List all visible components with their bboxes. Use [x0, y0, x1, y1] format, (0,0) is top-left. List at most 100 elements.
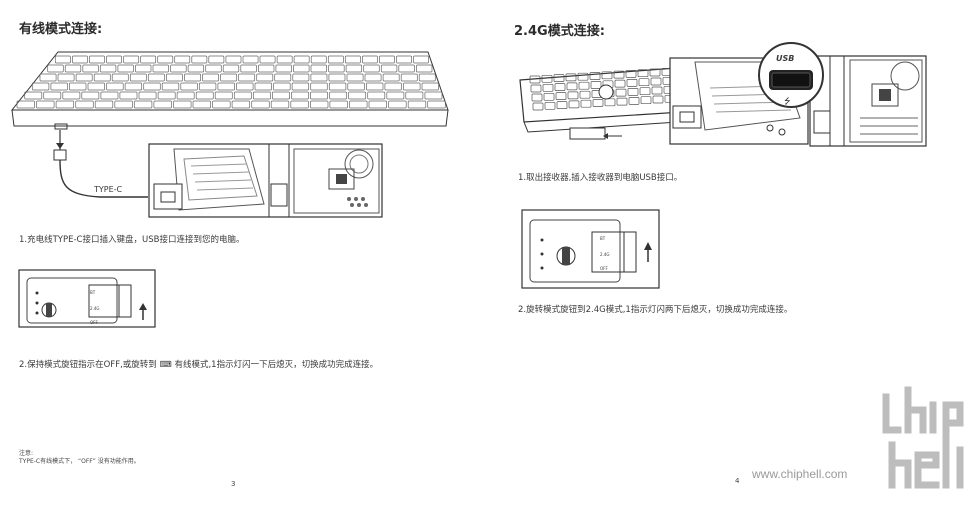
- keycap: [94, 100, 114, 109]
- keycap: [625, 70, 637, 78]
- keycap: [192, 100, 211, 109]
- keycap: [39, 73, 57, 82]
- keycap: [240, 64, 257, 73]
- keycap: [541, 74, 553, 83]
- keycap: [152, 64, 169, 73]
- keycap: [290, 100, 309, 109]
- keyboard-side-illustration: [519, 67, 684, 140]
- keycap: [133, 100, 153, 109]
- keycap: [220, 73, 238, 82]
- keycap: [542, 83, 554, 92]
- keycap: [640, 96, 652, 105]
- keycap: [649, 68, 661, 77]
- keycap: [254, 82, 272, 91]
- keycap: [364, 73, 382, 82]
- keycap: [251, 100, 270, 109]
- keycap: [310, 55, 327, 64]
- type-c-label: TYPE-C: [94, 185, 123, 194]
- keycap: [47, 64, 64, 73]
- keycap: [208, 55, 225, 64]
- keycap: [329, 100, 348, 109]
- keycap: [16, 100, 35, 109]
- keycap: [577, 72, 589, 81]
- page-number-left: 3: [231, 480, 236, 488]
- keycap: [403, 82, 421, 91]
- keycap: [222, 64, 240, 73]
- keycap: [231, 100, 251, 109]
- keycap: [398, 64, 415, 73]
- keycap: [400, 73, 418, 82]
- keycap: [174, 55, 191, 64]
- keycap: [396, 55, 412, 64]
- keycap: [242, 55, 259, 64]
- keycap: [111, 73, 129, 82]
- type-c-cable: [53, 130, 148, 198]
- keycap: [106, 82, 124, 91]
- keycap: [388, 100, 407, 109]
- keycap: [367, 91, 386, 100]
- keycap: [310, 100, 329, 109]
- keycap: [195, 91, 214, 100]
- keycap: [24, 91, 43, 100]
- keycap: [117, 64, 134, 73]
- type-c-port: [54, 123, 68, 130]
- keycap: [345, 64, 363, 73]
- keycap: [567, 91, 579, 100]
- keycap: [138, 91, 157, 100]
- keycap: [637, 69, 649, 78]
- keycap: [348, 91, 367, 100]
- keycap: [256, 73, 274, 82]
- keycap: [147, 73, 165, 82]
- keycap: [328, 64, 345, 73]
- keycap: [592, 99, 604, 107]
- tower-illustration: [809, 55, 927, 147]
- keycap: [601, 71, 613, 80]
- keycap: [405, 91, 424, 100]
- keycap: [275, 64, 292, 73]
- keycap: [604, 98, 616, 107]
- keyboard-front-edge: [11, 109, 449, 127]
- keycap: [368, 100, 387, 109]
- keycap: [613, 70, 625, 79]
- note-title: 注意:: [19, 450, 34, 457]
- keycap: [556, 101, 568, 109]
- watermark-url: www.chiphell.com: [752, 467, 848, 481]
- keycap: [639, 87, 651, 96]
- keycap: [62, 91, 81, 100]
- page-number-right: 4: [735, 477, 740, 485]
- keycap: [100, 91, 119, 100]
- wireless-step-1: 1.取出接收器,插入接收器到电脑USB接口。: [518, 173, 683, 183]
- keycap: [87, 82, 105, 91]
- keycap: [566, 82, 578, 91]
- keycap: [628, 97, 640, 105]
- keycap: [153, 100, 172, 109]
- keycap: [328, 73, 346, 82]
- keycap: [291, 82, 310, 91]
- keycap: [184, 73, 201, 82]
- keycap: [407, 100, 427, 109]
- keycap: [568, 100, 580, 109]
- keycap: [380, 64, 398, 73]
- keycap: [293, 55, 310, 64]
- keycap: [236, 82, 254, 91]
- keycap: [310, 64, 327, 73]
- keycap: [292, 73, 310, 82]
- mode-switch-illustration-left: [18, 269, 156, 328]
- keycap: [580, 99, 592, 108]
- keycap: [82, 64, 99, 73]
- keycap: [55, 100, 75, 109]
- left-page: 有线模式连接: TYPE-C 1.充电线TYPE-C接: [10, 22, 449, 488]
- keycap: [344, 55, 361, 64]
- keycap: [157, 55, 174, 64]
- keycap: [270, 100, 290, 109]
- keycap: [69, 82, 87, 91]
- keycap: [418, 73, 436, 82]
- mode-switch-illustration-right: [521, 209, 660, 289]
- usb-label: USB: [776, 54, 795, 63]
- keycap: [180, 82, 198, 91]
- keyboard-body: [10, 51, 449, 111]
- keycap: [31, 82, 50, 91]
- computer-panel-illustration: [148, 143, 383, 218]
- keycap: [328, 82, 347, 91]
- wireless-step-2: 2.旋转模式旋钮到2.4G模式,1指示灯闪两下后熄灭，切换成功完成连接。: [518, 305, 793, 315]
